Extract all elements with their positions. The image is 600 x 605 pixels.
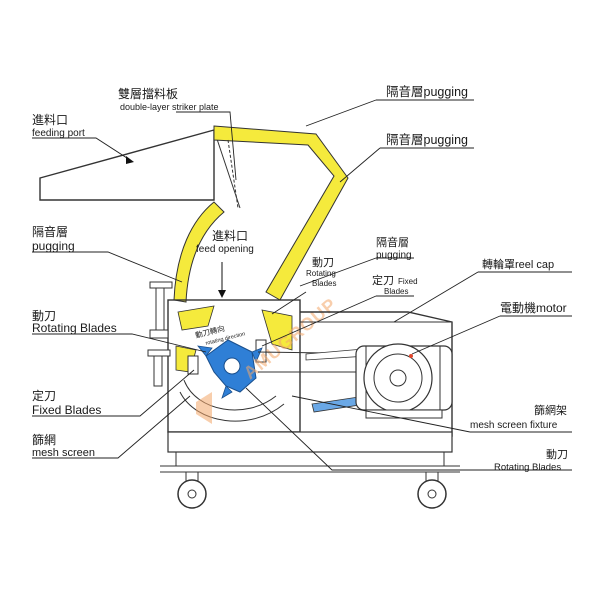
label-rotating-blades-mid-en-2: Blades (312, 279, 336, 288)
leader-lines (32, 99, 572, 471)
label-rotating-blades-right-cn: 動刀 (546, 447, 568, 461)
feed-arrow (218, 262, 226, 298)
clamp-handles (147, 281, 173, 387)
feeding-hopper (39, 129, 241, 209)
motor (355, 343, 453, 419)
label-pugging-mid-cn: 隔音層 (376, 235, 409, 249)
label-feeding-port-cn: 進料口 (32, 113, 68, 127)
label-striker-plate-en: double-layer striker plate (120, 102, 219, 112)
label-fixed-blades-left-cn: 定刀 (32, 388, 56, 403)
label-pugging-left-cn: 隔音層 (32, 224, 68, 239)
label-rotating-blades-left-en: Rotating Blades (32, 321, 117, 335)
label-fixed-blades-left-en: Fixed Blades (32, 403, 101, 417)
label-motor: 電動機motor (500, 300, 567, 315)
label-feed-opening-en: feed opening (196, 244, 254, 255)
labels: 雙層擋料板 double-layer striker plate 隔音層pugg… (32, 84, 568, 473)
label-feed-opening-cn: 進料口 (212, 229, 248, 243)
label-rotating-blades-left-cn: 動刀 (32, 309, 56, 323)
label-mesh-fixture-cn: 篩網架 (534, 403, 567, 417)
label-mesh-screen-cn: 篩網 (32, 432, 56, 447)
label-rotating-blades-right-en: Rotating Blades (494, 462, 561, 473)
frame (160, 431, 460, 473)
rotor (197, 339, 263, 399)
label-mesh-screen-en: mesh screen (32, 447, 95, 459)
wheels (177, 471, 447, 509)
label-fixed-blades-mid-cn: 定刀 (372, 273, 394, 287)
watermark-text: AMUGROUP (240, 294, 341, 383)
label-striker-plate-cn: 雙層擋料板 (118, 87, 178, 101)
label-pugging-left-en: pugging (32, 239, 75, 253)
label-pugging-top-2: 隔音層pugging (386, 132, 468, 147)
label-reel-cap: 轉輪罩reel cap (482, 257, 554, 271)
pugging-left-band (173, 201, 225, 303)
label-fixed-blades-mid-en-2: Blades (384, 287, 408, 296)
label-mesh-fixture-en: mesh screen fixture (470, 420, 558, 431)
label-rotating-blades-mid-en-1: Rotating (306, 269, 336, 278)
label-rotating-blades-mid-cn: 動刀 (312, 255, 334, 269)
label-pugging-mid-en: pugging (376, 250, 412, 261)
label-pugging-top-1: 隔音層pugging (386, 84, 468, 99)
label-fixed-blades-mid-en-1: Fixed (398, 277, 418, 286)
striker-plate (213, 139, 239, 209)
pugging-upper-band (213, 125, 349, 301)
label-feeding-port-en: feeding port (32, 128, 85, 139)
